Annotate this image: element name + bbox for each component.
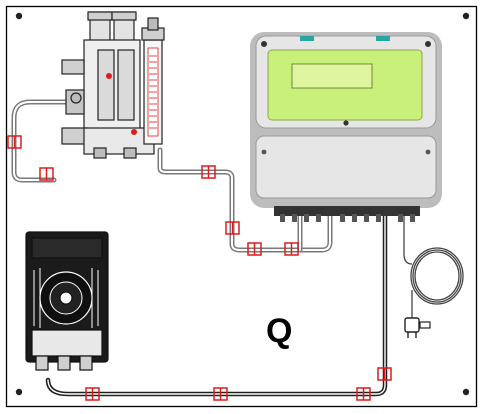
clamp-icon [225,221,240,235]
screw-icon [462,12,470,20]
screw-icon [462,388,470,396]
clamp-icon [201,165,216,179]
flowmeter-scale [149,55,157,129]
clamp-icon [377,367,392,381]
clamp-icon [7,135,22,149]
clamp-icon [284,242,299,256]
plug-icon [404,317,431,338]
clamp-icon [85,387,100,401]
screw-icon [15,12,23,20]
pump-fins [33,268,99,328]
clamp-icon [247,242,262,256]
pipe-clamps [7,135,392,401]
corner-screws [15,12,470,396]
panel-label: Q [266,312,292,350]
pump-cable [45,211,388,397]
power-cable-coil [403,214,464,318]
controller-unit [250,32,442,222]
clamp-icon [356,387,371,401]
screw-icon [15,388,23,396]
clamp-icon [39,167,54,181]
clamp-icon [213,387,228,401]
dosing-pump [25,231,109,371]
